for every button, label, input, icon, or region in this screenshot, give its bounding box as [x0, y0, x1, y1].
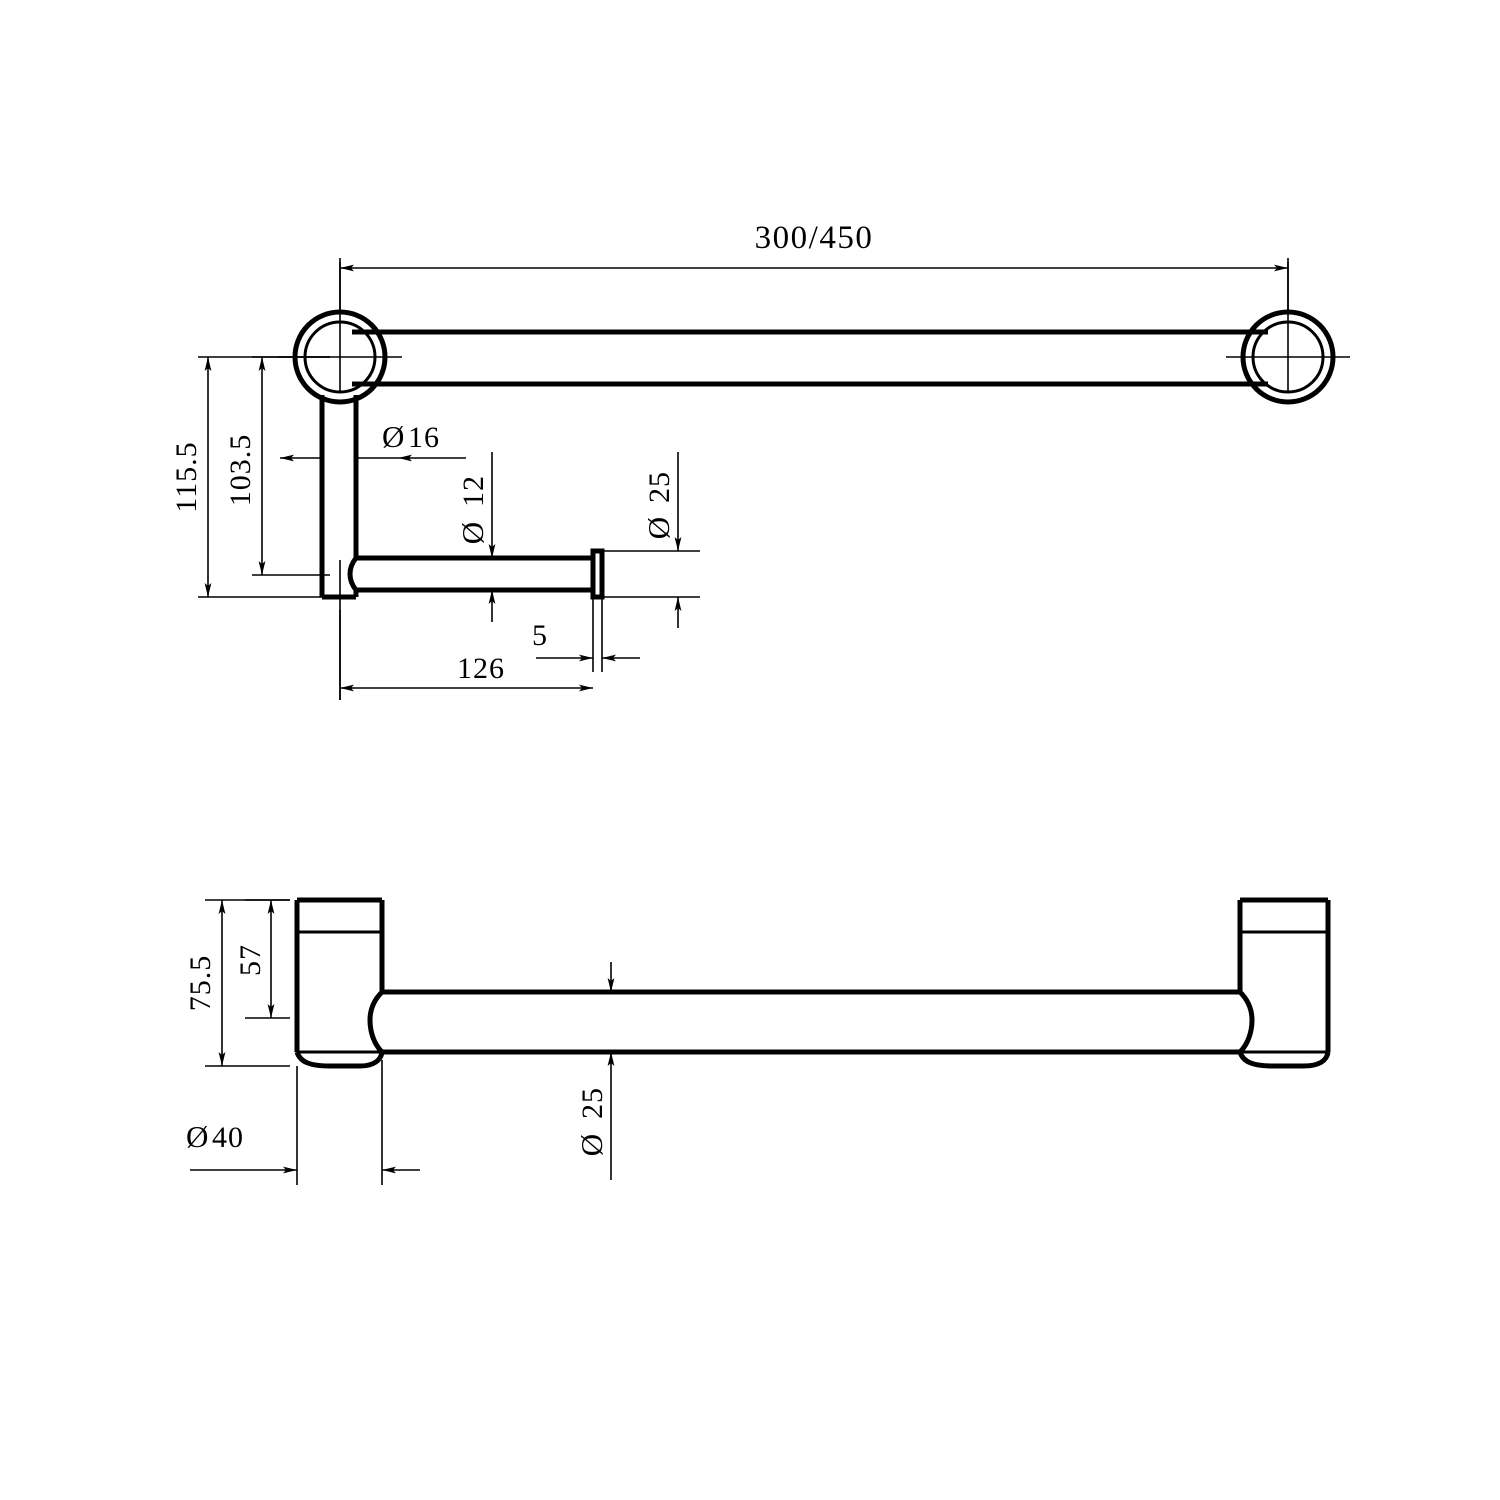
dimension-diameter-40: Ø 40 [186, 1060, 420, 1185]
diameter-12-label: 12 [457, 475, 490, 507]
height-115-5-label: 115.5 [170, 441, 203, 512]
top-view-center-lines [278, 262, 1350, 700]
dimension-diameter-25-front: Ø 25 [574, 962, 615, 1180]
diameter-symbol-12-icon: Ø [455, 522, 490, 544]
dimension-diameter-25-top: Ø 25 [602, 452, 700, 628]
diameter-25-top-label: 25 [643, 471, 676, 503]
thickness-5-label: 5 [532, 619, 548, 652]
dimension-height-75-5: 75.5 [184, 899, 290, 1067]
diameter-25-front-label: 25 [576, 1087, 609, 1119]
front-view-main-bar [382, 989, 1240, 1055]
top-view-main-bar [352, 329, 1268, 387]
dimension-diameter-12: Ø 12 [455, 452, 496, 622]
diameter-16-label: 16 [408, 421, 440, 454]
dimension-height-103-5: 103.5 [224, 356, 330, 576]
front-view-geometry [294, 897, 1331, 1069]
diameter-symbol-40-icon: Ø [186, 1119, 208, 1154]
dimension-height-57: 57 [234, 899, 290, 1019]
top-view-vertical-post [319, 395, 359, 600]
overall-length-label: 300/450 [755, 220, 874, 256]
dimension-length-126: 126 [339, 610, 593, 700]
dimension-diameter-16: Ø 16 [280, 419, 466, 462]
diameter-symbol-25-front-icon: Ø [574, 1134, 609, 1156]
front-view-left-flange [294, 897, 385, 1069]
top-view-horizontal-arm [356, 555, 593, 593]
front-view-right-flange [1237, 897, 1331, 1069]
height-57-label: 57 [234, 944, 267, 976]
dimension-overall-length: 300/450 [339, 220, 1289, 310]
top-view-geometry [292, 309, 1336, 600]
height-75-5-label: 75.5 [184, 955, 217, 1012]
dimension-thickness-5: 5 [532, 597, 640, 672]
diameter-symbol-16-icon: Ø [382, 419, 404, 454]
height-103-5-label: 103.5 [224, 434, 257, 507]
diameter-symbol-25-top-icon: Ø [641, 517, 676, 539]
top-view-end-flange-plate [590, 548, 605, 600]
length-126-label: 126 [457, 652, 505, 685]
diameter-40-label: 40 [212, 1121, 244, 1154]
